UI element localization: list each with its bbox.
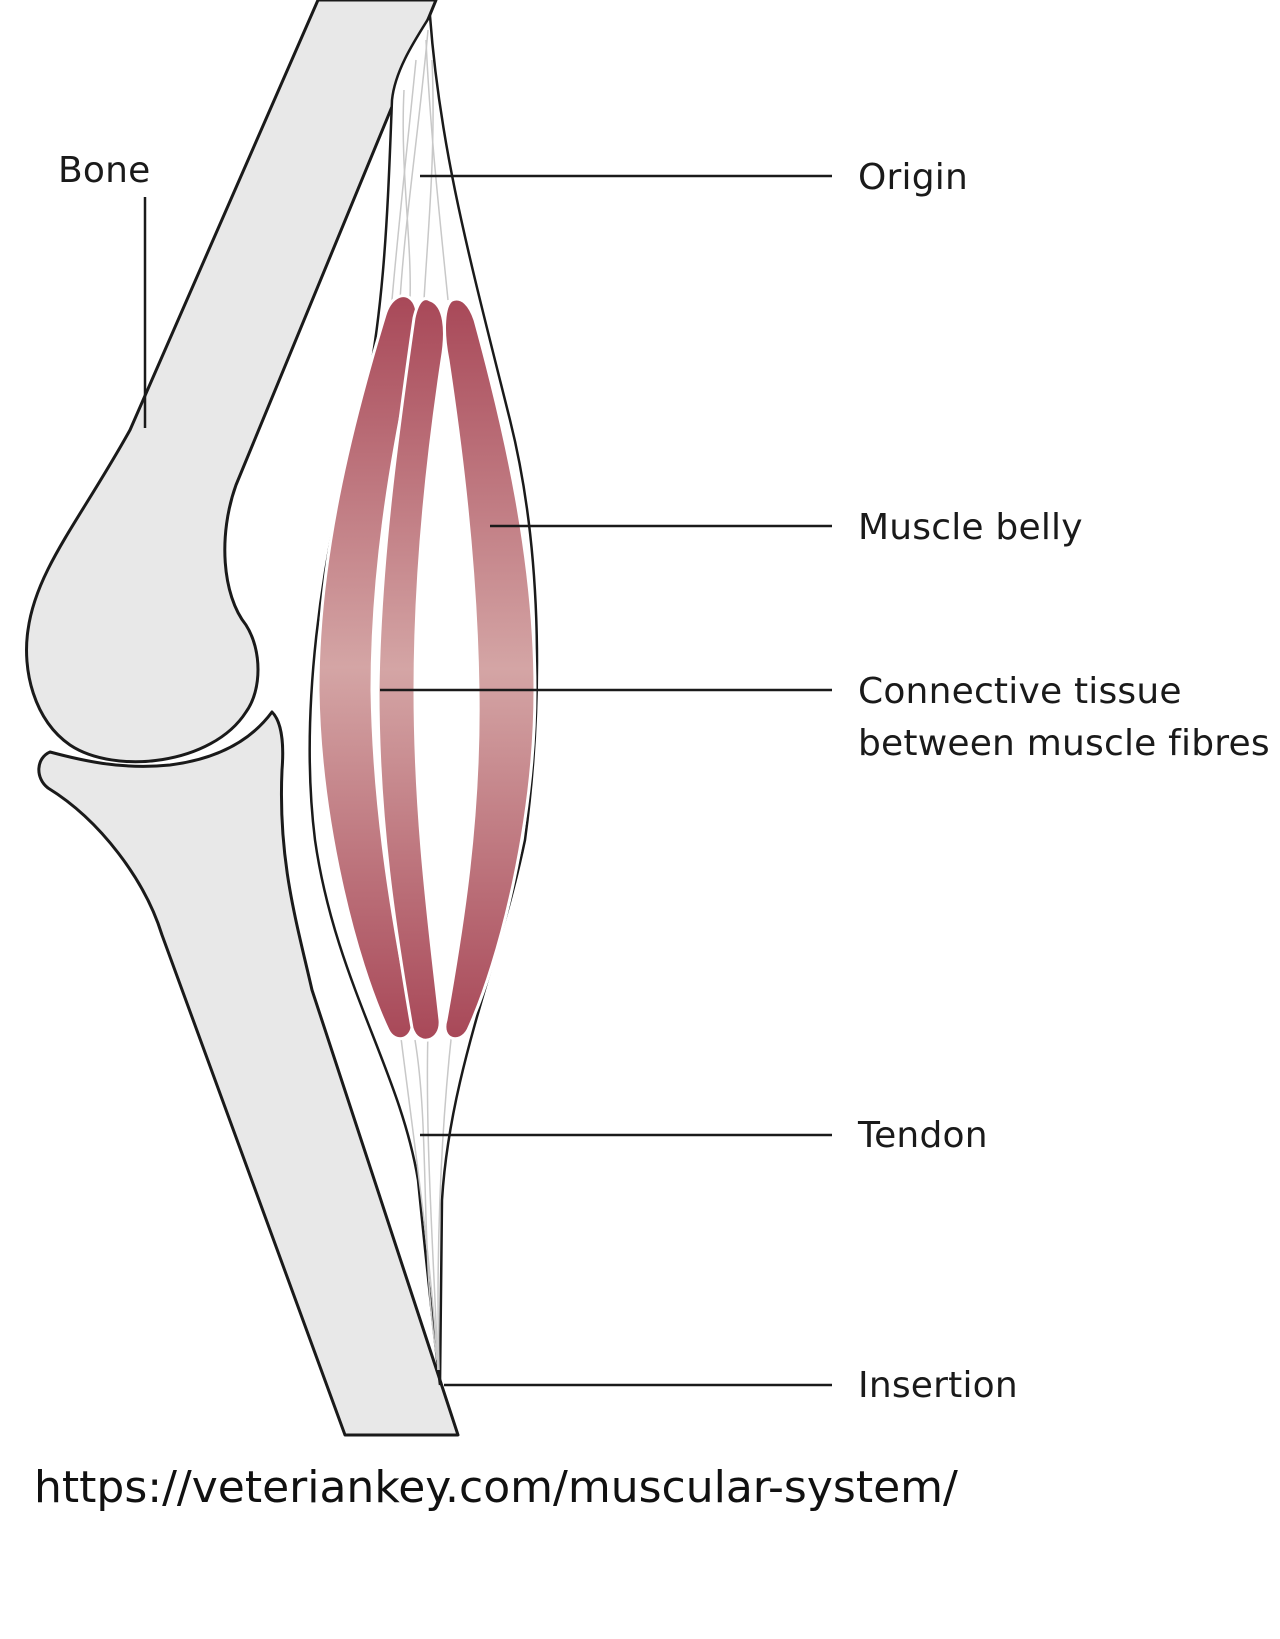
insertion-label: Insertion (858, 1365, 1018, 1406)
bone-label: Bone (58, 150, 151, 191)
lower-bone (37, 710, 460, 1437)
muscle-fibre-bundle-right (443, 297, 537, 1041)
insertion-tendon-fibres (399, 1029, 453, 1371)
muscle-fibre-bundle-left (316, 294, 420, 1041)
origin-label: Origin (858, 157, 969, 198)
origin-tendon-fibres (391, 29, 449, 301)
muscle-belly-label: Muscle belly (858, 507, 1083, 548)
connective-tissue-label: Connective tissue between muscle fibres (858, 666, 1270, 770)
leader-lines (143, 174, 832, 1387)
upper-bone (25, 0, 438, 764)
tendon-label: Tendon (858, 1115, 988, 1156)
source-url-text: https://veteriankey.com/muscular-system/ (34, 1462, 958, 1513)
connective-tissue-label-line2: between muscle fibres (858, 723, 1270, 765)
muscle-fibre-bundles (316, 294, 537, 1042)
connective-tissue-label-line1: Connective tissue (858, 671, 1182, 712)
muscle-fibre-bundle-middle (376, 297, 446, 1042)
